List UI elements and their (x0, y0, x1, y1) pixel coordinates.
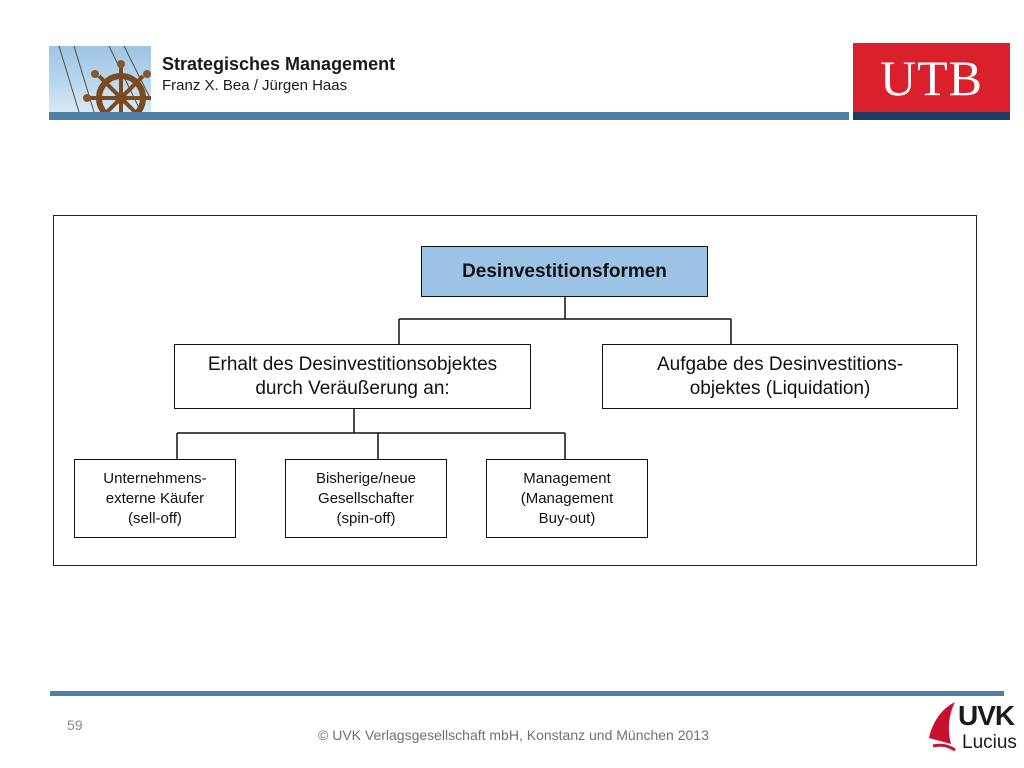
node-management-buy-out: Management (Management Buy-out) (486, 459, 648, 538)
uvk-logo-text: UVK (958, 701, 1014, 731)
node-liquidation: Aufgabe des Desinvestitions- objektes (L… (602, 344, 958, 409)
footer-divider (50, 691, 1004, 696)
lucius-logo-text: Lucius (962, 732, 1017, 754)
node-desinvestitionsformen: Desinvestitionsformen (421, 246, 708, 297)
copyright-notice: © UVK Verlagsgesellschaft mbH, Konstanz … (318, 727, 709, 743)
node-veraeusserung: Erhalt des Desinvestitionsobjektes durch… (174, 344, 531, 409)
node-sell-off: Unternehmens- externe Käufer (sell-off) (74, 459, 236, 538)
node-spin-off: Bisherige/neue Gesellschafter (spin-off) (285, 459, 447, 538)
page-number: 59 (67, 717, 83, 733)
